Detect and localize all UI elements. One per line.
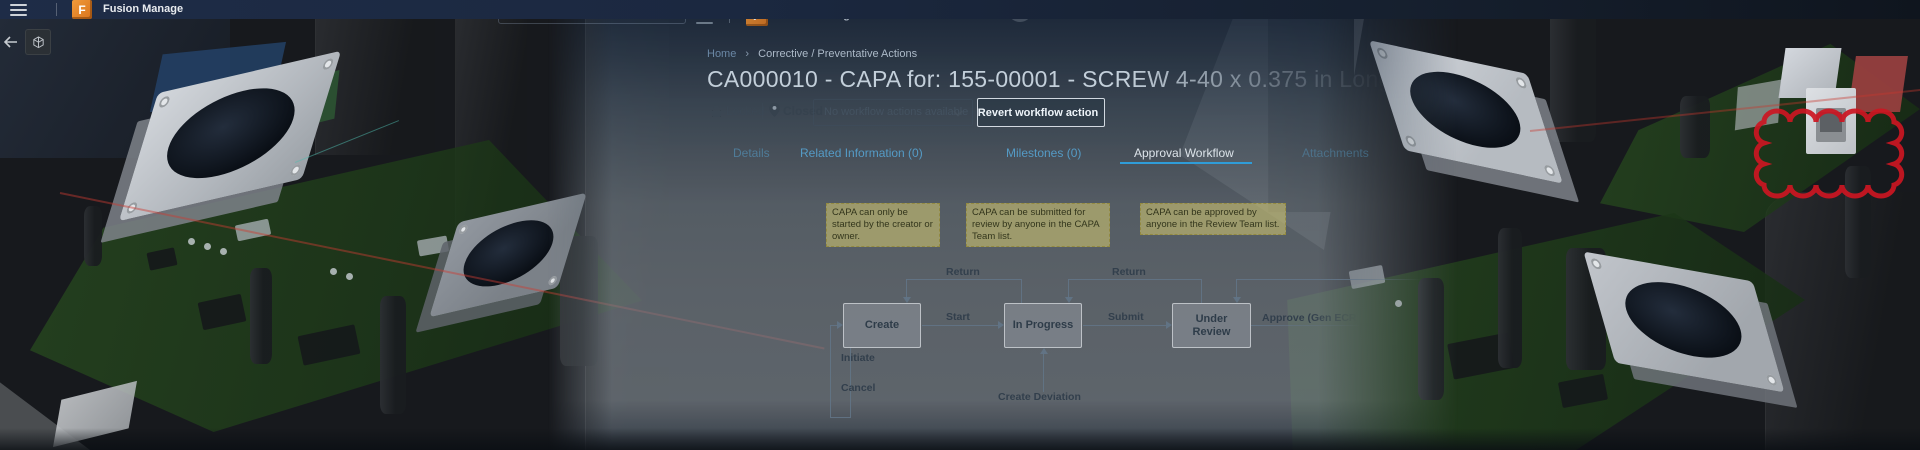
edge-create-deviation-line: [1043, 352, 1044, 392]
edge-start-line: [922, 325, 998, 326]
product-name: Fusion Manage: [103, 3, 184, 15]
edge-initiate-label: Initiate: [841, 352, 875, 364]
page-title: CA000010 - CAPA for: 155-00001 - SCREW 4…: [707, 66, 1392, 92]
standoff-post: [1680, 96, 1710, 158]
standoff-post: [380, 296, 406, 414]
breadcrumb-home-link[interactable]: Home: [707, 48, 737, 60]
node-label: Under Review: [1192, 312, 1231, 338]
tab-milestones[interactable]: Milestones (0): [1006, 146, 1082, 160]
edge-return-line: [906, 279, 1021, 280]
tab-related-information[interactable]: Related Information (0): [800, 146, 923, 160]
active-tab-underline: [1120, 162, 1252, 164]
revert-workflow-label: Revert workflow action: [977, 106, 1099, 119]
standoff-post: [1845, 166, 1871, 278]
edge-return-line-partial: [1236, 279, 1421, 280]
locked-label: Locked: [726, 104, 765, 118]
edge-approve-label: Approve (Gen ECR): [1262, 312, 1361, 324]
edge-approve-line: [1251, 325, 1361, 326]
status-divider: [762, 103, 763, 119]
edge-return-line: [1201, 279, 1202, 303]
bottom-shadow: [0, 428, 1920, 450]
arrowhead: [903, 297, 911, 303]
edge-create-deviation-label: Create Deviation: [998, 391, 1081, 403]
tab-details[interactable]: Details: [733, 146, 770, 160]
rj45-hole: [1820, 112, 1842, 132]
edge-submit-line: [1083, 325, 1166, 326]
arrowhead: [1233, 297, 1241, 303]
workflow-note: CAPA can be approved by anyone in the Re…: [1140, 203, 1286, 236]
edge-start-label: Start: [946, 311, 970, 323]
edge-return-label: Return: [946, 266, 980, 278]
tab-approval-workflow[interactable]: Approval Workflow: [1134, 146, 1234, 160]
workflow-node-in-progress: In Progress: [1004, 303, 1082, 348]
arrowhead: [998, 321, 1004, 329]
approval-workflow-diagram: Create In Progress Under Review Start Su…: [830, 266, 1421, 418]
node-label: In Progress: [1012, 319, 1074, 332]
edge-return-line: [1068, 279, 1201, 280]
titlebar-divider: [56, 3, 57, 16]
app-title-bar: F Fusion Manage: [0, 0, 1920, 19]
arrowhead: [1040, 348, 1048, 354]
location-pin-icon: [769, 103, 780, 117]
arrow-left-icon: [4, 36, 17, 48]
arrowhead: [1065, 297, 1073, 303]
cube-icon: [32, 35, 44, 48]
edge-initiate-line: [830, 325, 838, 326]
edge-submit-label: Submit: [1108, 311, 1144, 323]
chevron-down-icon: [953, 110, 963, 117]
edge-initiate-line: [850, 348, 851, 417]
lock-icon: [712, 105, 721, 117]
pcb-solder-dot: [330, 268, 337, 275]
back-button[interactable]: [0, 28, 22, 56]
capa-page: Home › Corrective / Preventative Actions…: [700, 48, 1421, 418]
breadcrumb: Home › Corrective / Preventative Actions: [707, 48, 917, 60]
workflow-actions-value: No workflow actions available: [824, 106, 969, 118]
workflow-note: CAPA can be submitted for review by anyo…: [966, 203, 1110, 248]
edge-return-label: Return: [1112, 266, 1146, 278]
dark-slab: [1765, 192, 1920, 450]
edge-cancel-label: Cancel: [841, 382, 876, 394]
edge-return-line: [1021, 279, 1022, 303]
edge-return-line: [1068, 279, 1069, 299]
node-label: Create: [864, 319, 900, 332]
standoff-post: [1550, 0, 1596, 142]
arrowhead: [837, 321, 843, 329]
chevron-right-icon: ›: [745, 48, 750, 60]
screw: [1589, 257, 1603, 271]
fan-opening: [1615, 272, 1752, 367]
edge-return-line: [906, 279, 907, 299]
screw: [1765, 373, 1779, 387]
fusion-manage-logo: F: [72, 0, 92, 19]
status-bar: Locked Closed No workflow actions availa…: [700, 98, 1260, 130]
arrowhead: [1166, 321, 1172, 329]
tab-attachments[interactable]: Attachments: [1302, 146, 1369, 160]
edge-initiate-line: [830, 325, 831, 417]
screw: [1543, 164, 1557, 178]
pcb-solder-dot: [204, 243, 211, 250]
workflow-note: CAPA can only be started by the creator …: [826, 203, 940, 248]
pcb-solder-dot: [220, 248, 227, 255]
viewer-toolbar: [0, 26, 60, 60]
pcb-solder-dot: [188, 238, 195, 245]
revert-workflow-button[interactable]: Revert workflow action: [977, 98, 1105, 127]
main-menu-icon[interactable]: [10, 1, 27, 16]
pcb-solder-dot: [346, 273, 353, 280]
workflow-node-create: Create: [843, 303, 921, 348]
edge-return-line: [1236, 279, 1237, 299]
standoff-post: [84, 206, 102, 266]
edge-initiate-line: [830, 417, 851, 418]
standoff-post: [1498, 228, 1522, 368]
workflow-node-under-review: Under Review: [1172, 303, 1251, 348]
breadcrumb-current: Corrective / Preventative Actions: [758, 48, 918, 60]
view-cube-button[interactable]: [25, 29, 51, 55]
revision-cloud-annotation: [1753, 108, 1905, 199]
workflow-actions-select[interactable]: No workflow actions available: [813, 99, 973, 126]
screw: [1514, 76, 1528, 90]
standoff-post: [250, 268, 272, 364]
